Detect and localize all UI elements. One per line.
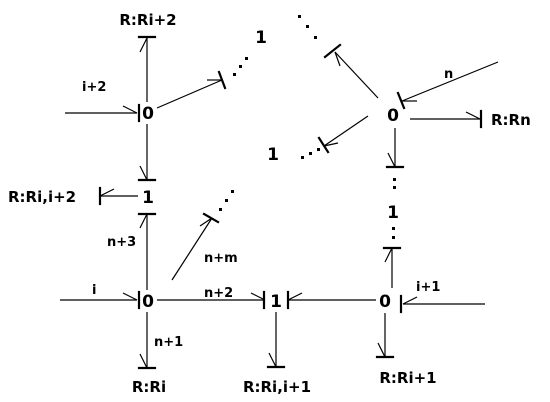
bond-zero-bottom-right-to-r-i-plus-1	[375, 313, 395, 359]
bond-zero-top-left-to-one-top-chain	[156, 70, 227, 109]
ellipsis-mid-left-chain	[219, 190, 234, 211]
bond-input-to-zero-bottom-left	[60, 290, 141, 310]
bond-zero-top-right-to-one-right-chain	[385, 128, 405, 169]
element-r-i-plus-2: R:Ri+2	[119, 11, 176, 29]
element-r-i: R:Ri	[132, 378, 166, 396]
junction-one-right-chain: 1	[387, 203, 399, 223]
bond-label-n-plus-3: n+3	[107, 235, 136, 250]
junction-zero-bottom-right: 0	[379, 292, 391, 312]
junction-zero-top-right: 0	[387, 106, 399, 126]
ellipsis-right-chain-lower	[392, 227, 395, 239]
bond-label-i: i	[92, 283, 96, 298]
bond-zero-top-right-to-r-n	[410, 109, 483, 129]
junction-one-mid-left: 1	[142, 188, 154, 208]
ellipsis-top-left-chain	[233, 57, 248, 76]
bond-zero-bottom-right-to-one-bottom-mid	[286, 290, 376, 310]
bond-input-to-zero-bottom-right	[399, 294, 485, 314]
element-r-n: R:Rn	[491, 111, 531, 129]
junction-one-bottom-mid: 1	[270, 292, 282, 312]
junction-one-mid-chain: 1	[267, 145, 279, 165]
bond-zero-top-left-to-r-i-plus-2	[137, 35, 157, 102]
ellipsis-top-right-chain	[298, 15, 317, 39]
element-r-i-plus-1: R:Ri+1	[379, 369, 436, 387]
bond-label-i-plus-1: i+1	[416, 280, 440, 295]
bond-zero-bottom-left-to-one-mid-chain	[171, 212, 220, 281]
bond-input-to-zero-top-left	[65, 103, 141, 123]
junction-zero-bottom-left: 0	[142, 292, 154, 312]
bond-zero-bottom-left-to-one-mid-left	[137, 212, 157, 290]
bond-zero-bottom-right-to-one-right-chain	[382, 246, 402, 288]
junction-zero-top-left: 0	[142, 104, 154, 124]
bond-zero-bottom-left-to-one-bottom-mid	[157, 290, 266, 310]
ellipsis-right-chain-upper	[393, 178, 396, 189]
bond-label-i-plus-2: i+2	[82, 80, 106, 95]
bond-zero-top-right-to-one-mid-chain	[317, 115, 369, 154]
junction-one-top-chain: 1	[255, 28, 267, 48]
bond-label-n-plus-m: n+m	[204, 251, 238, 266]
bond-one-mid-left-to-r-i-i-plus-2	[98, 186, 138, 206]
element-r-i-i-plus-1: R:Ri,i+1	[243, 378, 311, 396]
bond-zero-top-left-to-one-mid-left	[137, 124, 157, 182]
bond-zero-top-right-to-one-top-chain	[323, 43, 379, 99]
bond-one-bottom-mid-to-r-i-i-plus-1	[266, 312, 286, 369]
bond-label-n-plus-1: n+1	[154, 335, 183, 350]
bond-label-n: n	[444, 67, 453, 82]
bond-zero-bottom-left-to-r-i	[137, 312, 157, 370]
bond-input-n-to-zero-top-right	[396, 61, 499, 110]
ellipsis-mid-right-chain	[301, 148, 320, 159]
bond-label-n-plus-2: n+2	[204, 286, 233, 301]
element-r-i-i-plus-2: R:Ri,i+2	[8, 188, 76, 206]
